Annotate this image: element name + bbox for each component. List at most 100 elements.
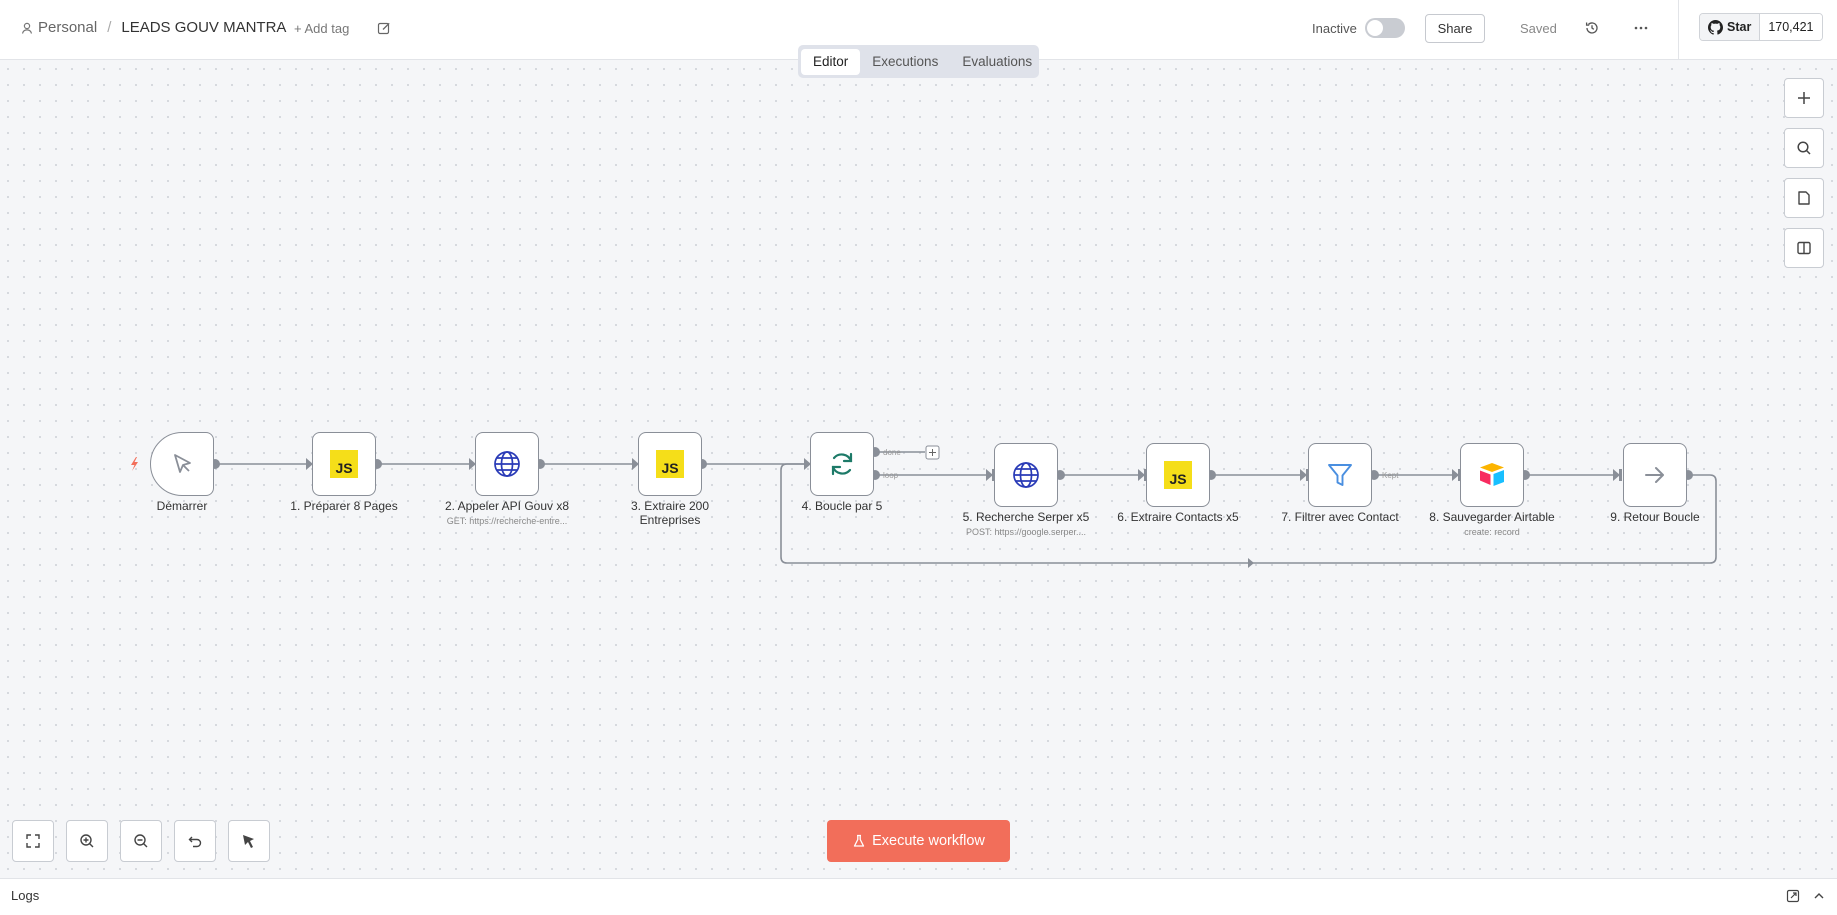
github-star-text: Star [1727, 20, 1752, 34]
node-label: 3. Extraire 200 Entreprises [630, 499, 710, 527]
arrow-head [1248, 558, 1254, 568]
fullscreen-icon [26, 834, 40, 848]
trigger-bolt-icon [131, 457, 138, 471]
add-node-button[interactable] [1784, 78, 1824, 118]
toggle-panel-button[interactable] [1784, 228, 1824, 268]
panel-icon [1797, 241, 1811, 255]
node-label: 7. Filtrer avec Contact [1281, 510, 1399, 524]
magic-wand-icon [243, 835, 254, 848]
flask-icon [853, 834, 865, 847]
node-sauvegarder-airtable[interactable] [1460, 443, 1524, 507]
search-nodes-button[interactable] [1784, 128, 1824, 168]
breadcrumb: Personal / LEADS GOUV MANTRA [20, 19, 286, 36]
node-boucle-par-5[interactable] [810, 432, 874, 496]
globe-icon [1013, 462, 1039, 488]
reset-zoom-button[interactable] [174, 820, 216, 862]
arrow-head [1452, 469, 1459, 481]
arrow-head [1138, 469, 1145, 481]
active-status-label: Inactive [1312, 21, 1357, 36]
js-icon: JS [656, 450, 684, 478]
input-handle [1306, 469, 1309, 481]
add-tag-button[interactable]: + Add tag [294, 21, 350, 36]
plus-icon [1798, 92, 1810, 104]
arrow-head [986, 469, 993, 481]
pop-out-icon[interactable] [1786, 889, 1800, 903]
github-star-count: 170,421 [1760, 14, 1822, 40]
airtable-icon [1480, 463, 1504, 486]
edit-description-icon[interactable] [377, 21, 391, 35]
node-label: 6. Extraire Contacts x5 [1117, 510, 1239, 524]
history-icon[interactable] [1584, 20, 1600, 36]
loop-icon [831, 452, 853, 476]
node-label: 1. Préparer 8 Pages [290, 499, 398, 513]
input-handle [992, 469, 995, 481]
tab-executions[interactable]: Executions [872, 54, 939, 69]
undo-icon [188, 836, 202, 848]
github-star-label: Star [1700, 14, 1761, 40]
done-connection-label: done [883, 448, 901, 457]
connections-layer [131, 445, 1717, 568]
sticky-note-icon [1798, 191, 1810, 205]
tab-editor[interactable]: Editor [801, 48, 861, 75]
workflow-name[interactable]: LEADS GOUV MANTRA [121, 19, 287, 36]
filter-icon [1328, 464, 1352, 486]
arrow-head [469, 458, 476, 470]
view-tabs: Editor Executions Evaluations [798, 45, 1039, 78]
node-recherche-serper[interactable] [994, 443, 1058, 507]
project-link[interactable]: Personal [38, 19, 98, 36]
github-star-button[interactable]: Star 170,421 [1699, 13, 1823, 41]
node-retour-boucle[interactable] [1623, 443, 1687, 507]
cursor-icon [174, 454, 191, 473]
share-button[interactable]: Share [1425, 14, 1485, 43]
zoom-in-button[interactable] [66, 820, 108, 862]
arrow-head [632, 458, 639, 470]
js-icon: JS [330, 450, 358, 478]
saved-status: Saved [1520, 21, 1557, 36]
user-icon [21, 22, 33, 34]
js-icon: JS [1164, 461, 1192, 489]
node-filtrer-avec-contact[interactable] [1308, 443, 1372, 507]
node-extraire-contacts[interactable]: JS [1146, 443, 1210, 507]
arrow-head [1300, 469, 1307, 481]
node-subtitle: create: record [1464, 527, 1520, 537]
workflow-canvas[interactable]: done loop Kept Démarrer JS 1. Préparer 8… [0, 61, 1837, 878]
arrow-right-icon [1645, 467, 1664, 483]
zoom-in-icon [80, 834, 94, 848]
node-subtitle: GET: https://recherche-entre... [446, 516, 568, 526]
tab-evaluations[interactable]: Evaluations [962, 54, 1033, 69]
zoom-out-button[interactable] [120, 820, 162, 862]
breadcrumb-separator: / [107, 19, 112, 36]
search-icon [1797, 141, 1811, 155]
node-subtitle: POST: https://google.serper.... [965, 527, 1087, 537]
node-appeler-api-gouv[interactable] [475, 432, 539, 496]
node-label: 5. Recherche Serper x5 [962, 510, 1090, 524]
input-handle [1458, 469, 1461, 481]
node-label: 4. Boucle par 5 [801, 499, 883, 513]
fit-view-button[interactable] [12, 820, 54, 862]
tidy-up-button[interactable] [228, 820, 270, 862]
chevron-up-icon[interactable] [1812, 889, 1826, 903]
logs-title: Logs [11, 888, 40, 903]
node-extraire-200-entreprises[interactable]: JS [638, 432, 702, 496]
arrow-head [306, 458, 313, 470]
node-label: 9. Retour Boucle [1610, 510, 1700, 524]
more-options-icon[interactable] [1632, 20, 1650, 36]
toggle-knob [1367, 20, 1383, 36]
node-label: 2. Appeler API Gouv x8 [444, 499, 570, 513]
logs-panel[interactable]: Logs [0, 878, 1837, 915]
github-icon [1708, 19, 1723, 35]
active-toggle[interactable] [1365, 18, 1405, 38]
execute-workflow-button[interactable]: Execute workflow [827, 820, 1010, 862]
arrow-head [1613, 469, 1620, 481]
node-preparer-8-pages[interactable]: JS [312, 432, 376, 496]
loop-connection-label: loop [883, 471, 899, 480]
zoom-out-icon [134, 834, 148, 848]
input-handle [1144, 469, 1147, 481]
add-node-plus-icon [925, 445, 940, 460]
node-demarrer[interactable] [150, 432, 214, 496]
node-label: Démarrer [156, 499, 208, 513]
add-sticky-note-button[interactable] [1784, 178, 1824, 218]
input-handle [1619, 469, 1622, 481]
arrow-head [804, 458, 811, 470]
kept-connection-label: Kept [1382, 471, 1399, 480]
